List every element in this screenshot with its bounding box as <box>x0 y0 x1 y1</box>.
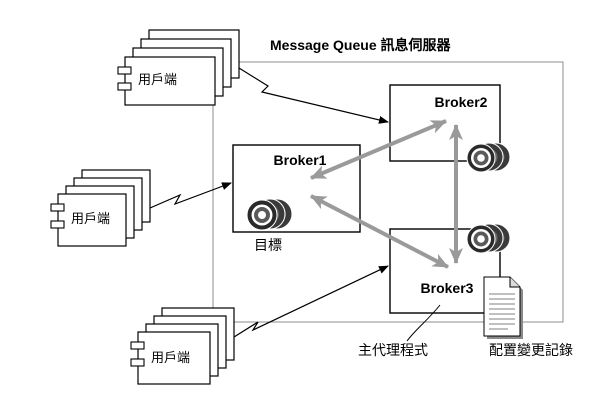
component-icon <box>50 203 65 229</box>
client-stack-top: 用戶端 <box>117 29 240 106</box>
master-broker-leader-line <box>406 304 441 342</box>
broker-3-label: Broker3 <box>421 280 474 296</box>
client-label: 用戶端 <box>138 72 177 87</box>
client-connection-middle <box>149 182 232 209</box>
client-stack-bottom: 用戶端 <box>130 307 235 385</box>
master-broker-label: 主代理程式 <box>358 342 428 358</box>
diagram-title: Message Queue 訊息伺服器 <box>270 37 451 53</box>
client-connection-bottom <box>233 265 389 338</box>
client-stack-front <box>137 331 211 385</box>
cluster-link-broker1-broker2 <box>310 119 447 180</box>
component-icon <box>117 66 132 91</box>
cluster-link-broker1-broker3 <box>310 194 449 269</box>
client-label: 用戶端 <box>71 211 110 226</box>
broker-2-label: Broker2 <box>435 94 488 110</box>
config-change-record-label: 配置變更記錄 <box>489 342 573 358</box>
client-label: 用戶端 <box>151 350 190 365</box>
destination-queue-icon <box>466 142 511 173</box>
document-icon <box>483 276 523 339</box>
client-stack-front <box>57 193 127 247</box>
destination-queue-icon <box>466 223 511 254</box>
destination-queue-icon <box>246 198 293 231</box>
client-connection-top <box>238 67 389 124</box>
component-icon <box>130 341 145 367</box>
broker-1-label: Broker1 <box>274 152 327 168</box>
client-stack-middle: 用戶端 <box>50 169 151 247</box>
destination-label: 目標 <box>254 237 282 253</box>
client-stack-front <box>124 56 216 106</box>
message-queue-server-boundary <box>212 61 564 323</box>
